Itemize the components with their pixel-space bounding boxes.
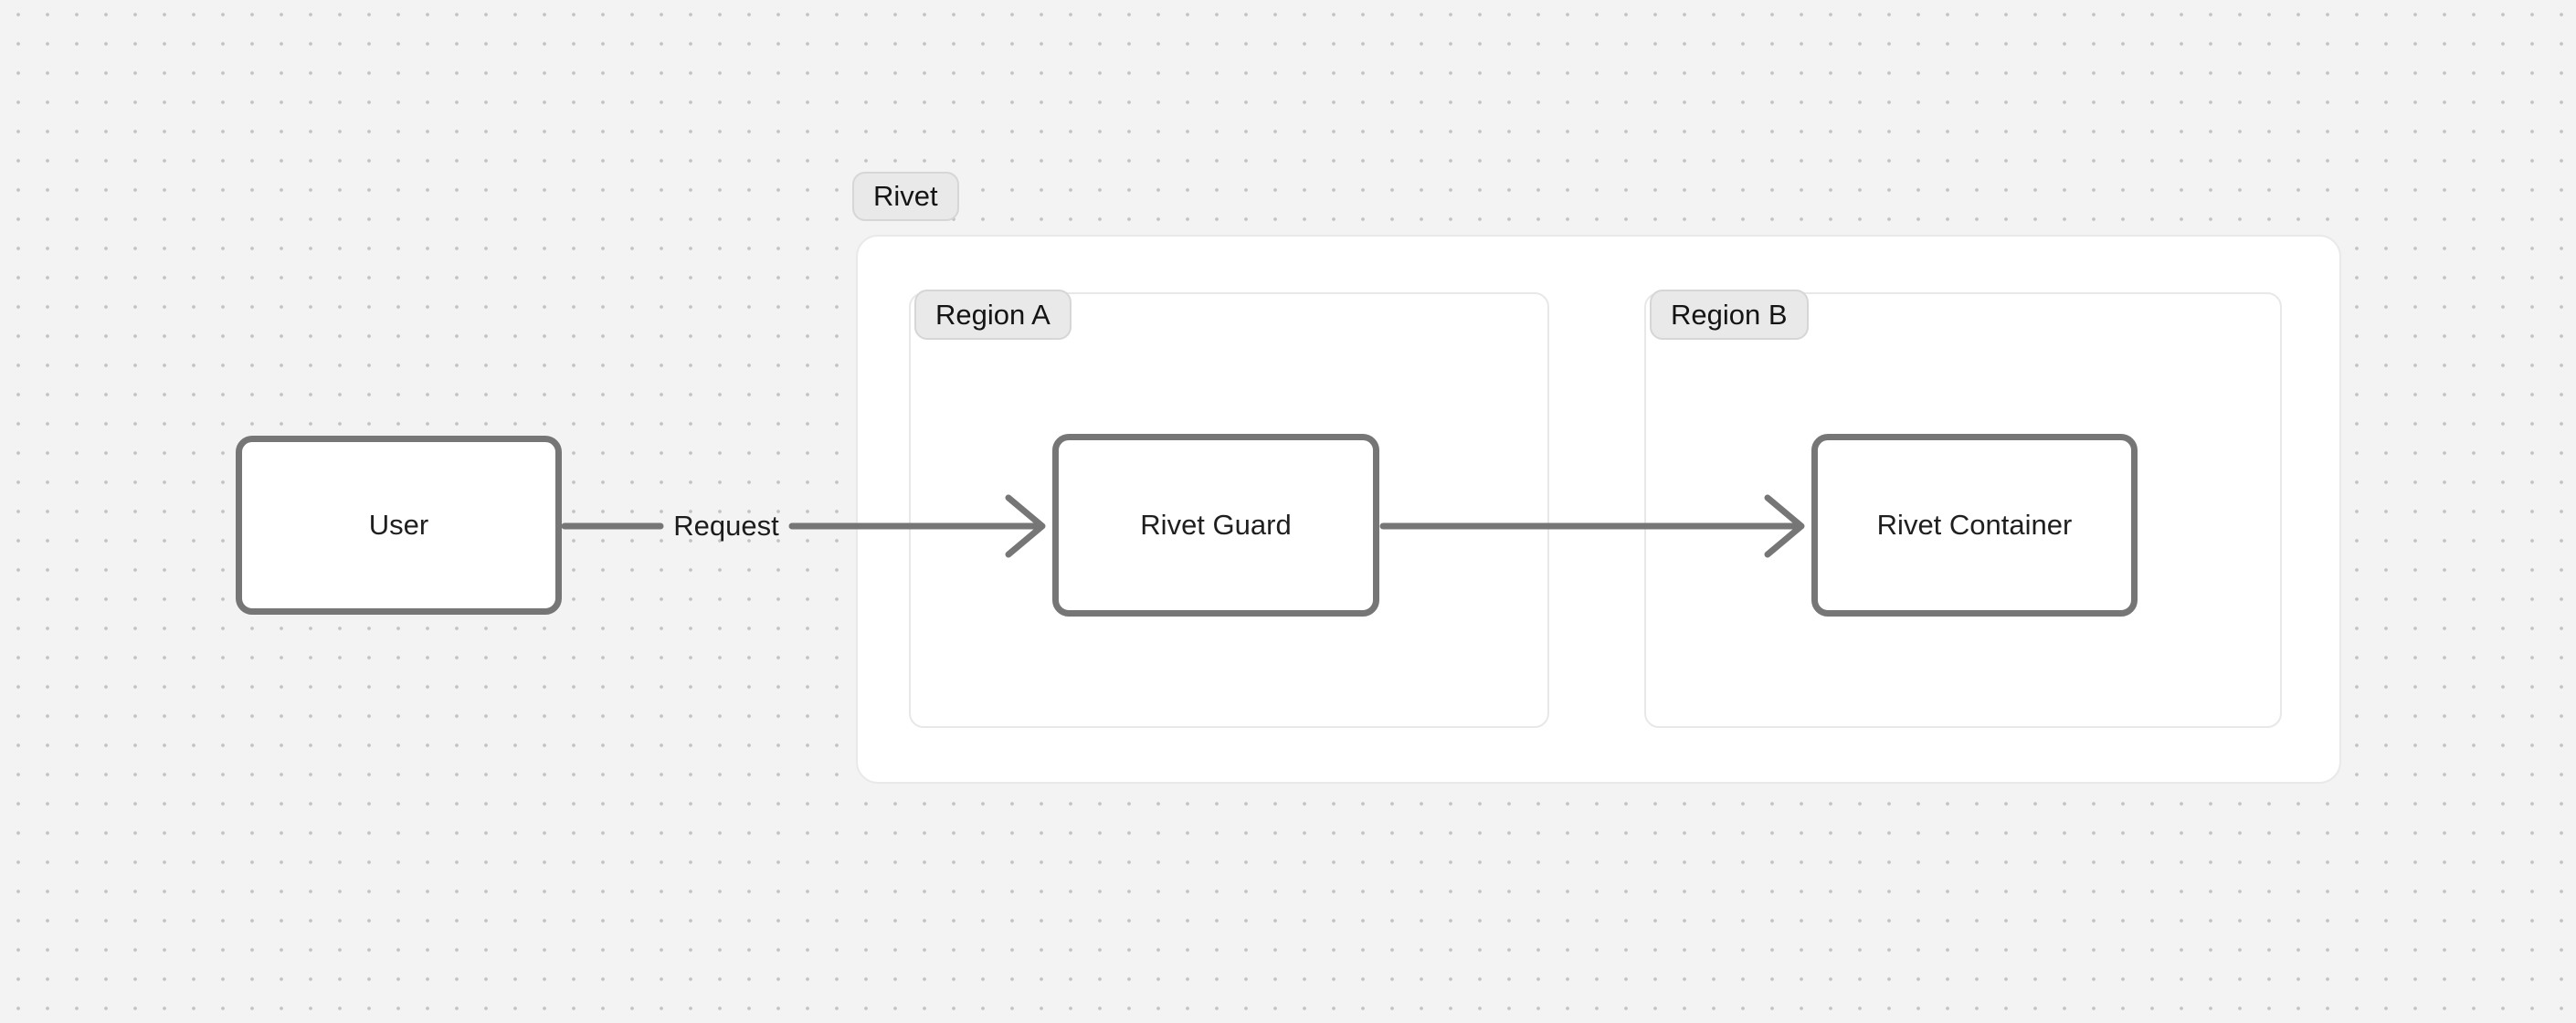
group-rivet-label: Rivet — [852, 172, 959, 221]
node-user: User — [236, 436, 562, 615]
group-region-a-label: Region A — [914, 290, 1072, 340]
node-rivet-container: Rivet Container — [1811, 434, 2138, 617]
node-rivet-guard: Rivet Guard — [1052, 434, 1379, 617]
group-region-b-label: Region B — [1650, 290, 1809, 340]
edge-request-label: Request — [673, 510, 779, 542]
